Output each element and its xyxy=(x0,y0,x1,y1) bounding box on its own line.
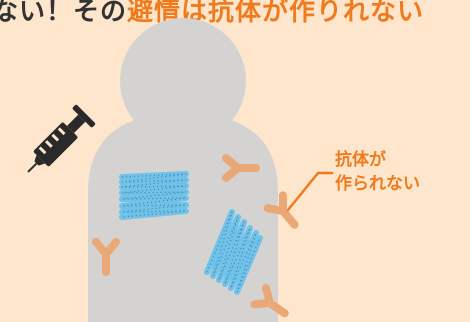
callout-leader-line xyxy=(288,173,332,210)
callout-label: 抗体が 作られない xyxy=(335,148,420,196)
callout-line-2: 作られない xyxy=(335,172,420,196)
callout-line-1: 抗体が xyxy=(335,148,420,172)
mrna-strand-icon xyxy=(122,174,186,217)
syringe-icon xyxy=(18,104,96,182)
